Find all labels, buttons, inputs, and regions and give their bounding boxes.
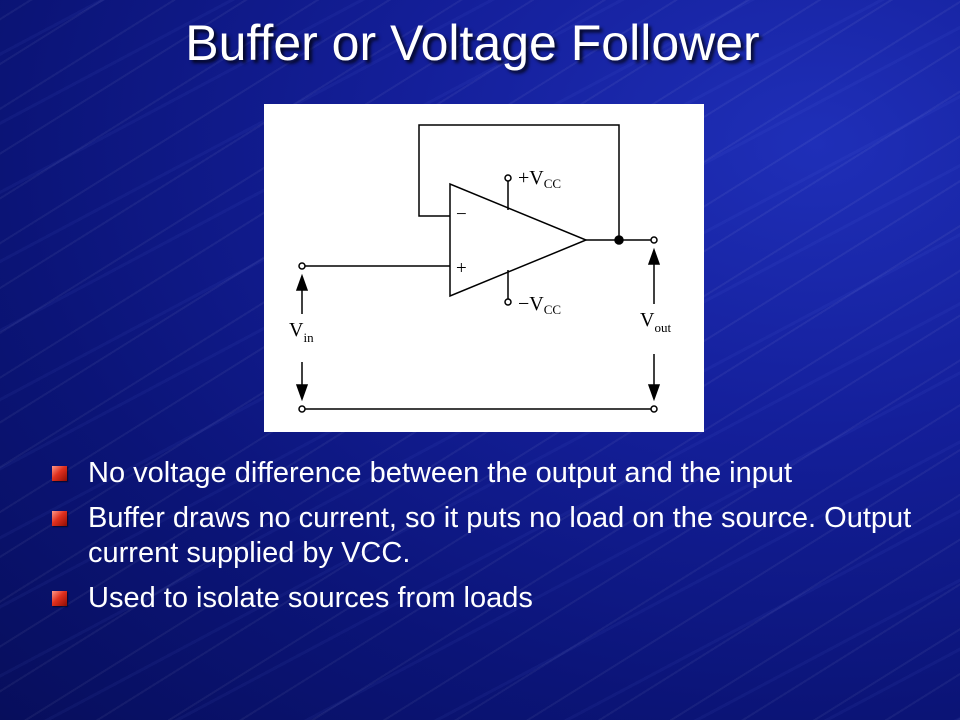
red-square-bullet-icon bbox=[52, 591, 67, 606]
output-terminal bbox=[650, 236, 658, 244]
input-terminal bbox=[298, 262, 306, 270]
circuit-diagram: − + +VCC −VCC Vin Vout bbox=[264, 104, 704, 432]
red-square-bullet-icon bbox=[52, 466, 67, 481]
output-junction-dot bbox=[614, 235, 624, 245]
neg-supply-terminal bbox=[504, 298, 512, 306]
op-amp-schematic: − + +VCC −VCC Vin Vout bbox=[289, 124, 671, 413]
pos-supply-label: +VCC bbox=[518, 167, 561, 191]
vin-arrow-down-head bbox=[295, 384, 309, 402]
neg-supply-label: −VCC bbox=[518, 293, 561, 317]
vin-label: Vin bbox=[289, 319, 314, 345]
bullet-item: Buffer draws no current, so it puts no l… bbox=[50, 501, 930, 571]
bullet-text: Used to isolate sources from loads bbox=[88, 582, 533, 614]
slide-title: Buffer or Voltage Follower bbox=[185, 15, 760, 71]
non-inverting-input-label: + bbox=[456, 258, 467, 279]
bottom-right-terminal bbox=[650, 405, 658, 413]
feedback-wire bbox=[418, 124, 620, 240]
vout-arrow-up-head bbox=[647, 247, 661, 265]
bullet-list: No voltage difference between the output… bbox=[50, 456, 930, 626]
bullet-text: No voltage difference between the output… bbox=[88, 457, 793, 489]
vout-label: Vout bbox=[640, 309, 671, 335]
bullet-item: No voltage difference between the output… bbox=[50, 456, 930, 491]
red-square-bullet-icon bbox=[52, 511, 67, 526]
op-amp-triangle bbox=[449, 182, 588, 298]
inverting-input-label: − bbox=[456, 204, 467, 225]
bullet-item: Used to isolate sources from loads bbox=[50, 581, 930, 616]
vout-arrow-down-head bbox=[647, 384, 661, 402]
bottom-left-terminal bbox=[298, 405, 306, 413]
vin-arrow-up-head bbox=[295, 273, 309, 291]
bullet-text: Buffer draws no current, so it puts no l… bbox=[88, 502, 912, 569]
pos-supply-terminal bbox=[504, 174, 512, 182]
